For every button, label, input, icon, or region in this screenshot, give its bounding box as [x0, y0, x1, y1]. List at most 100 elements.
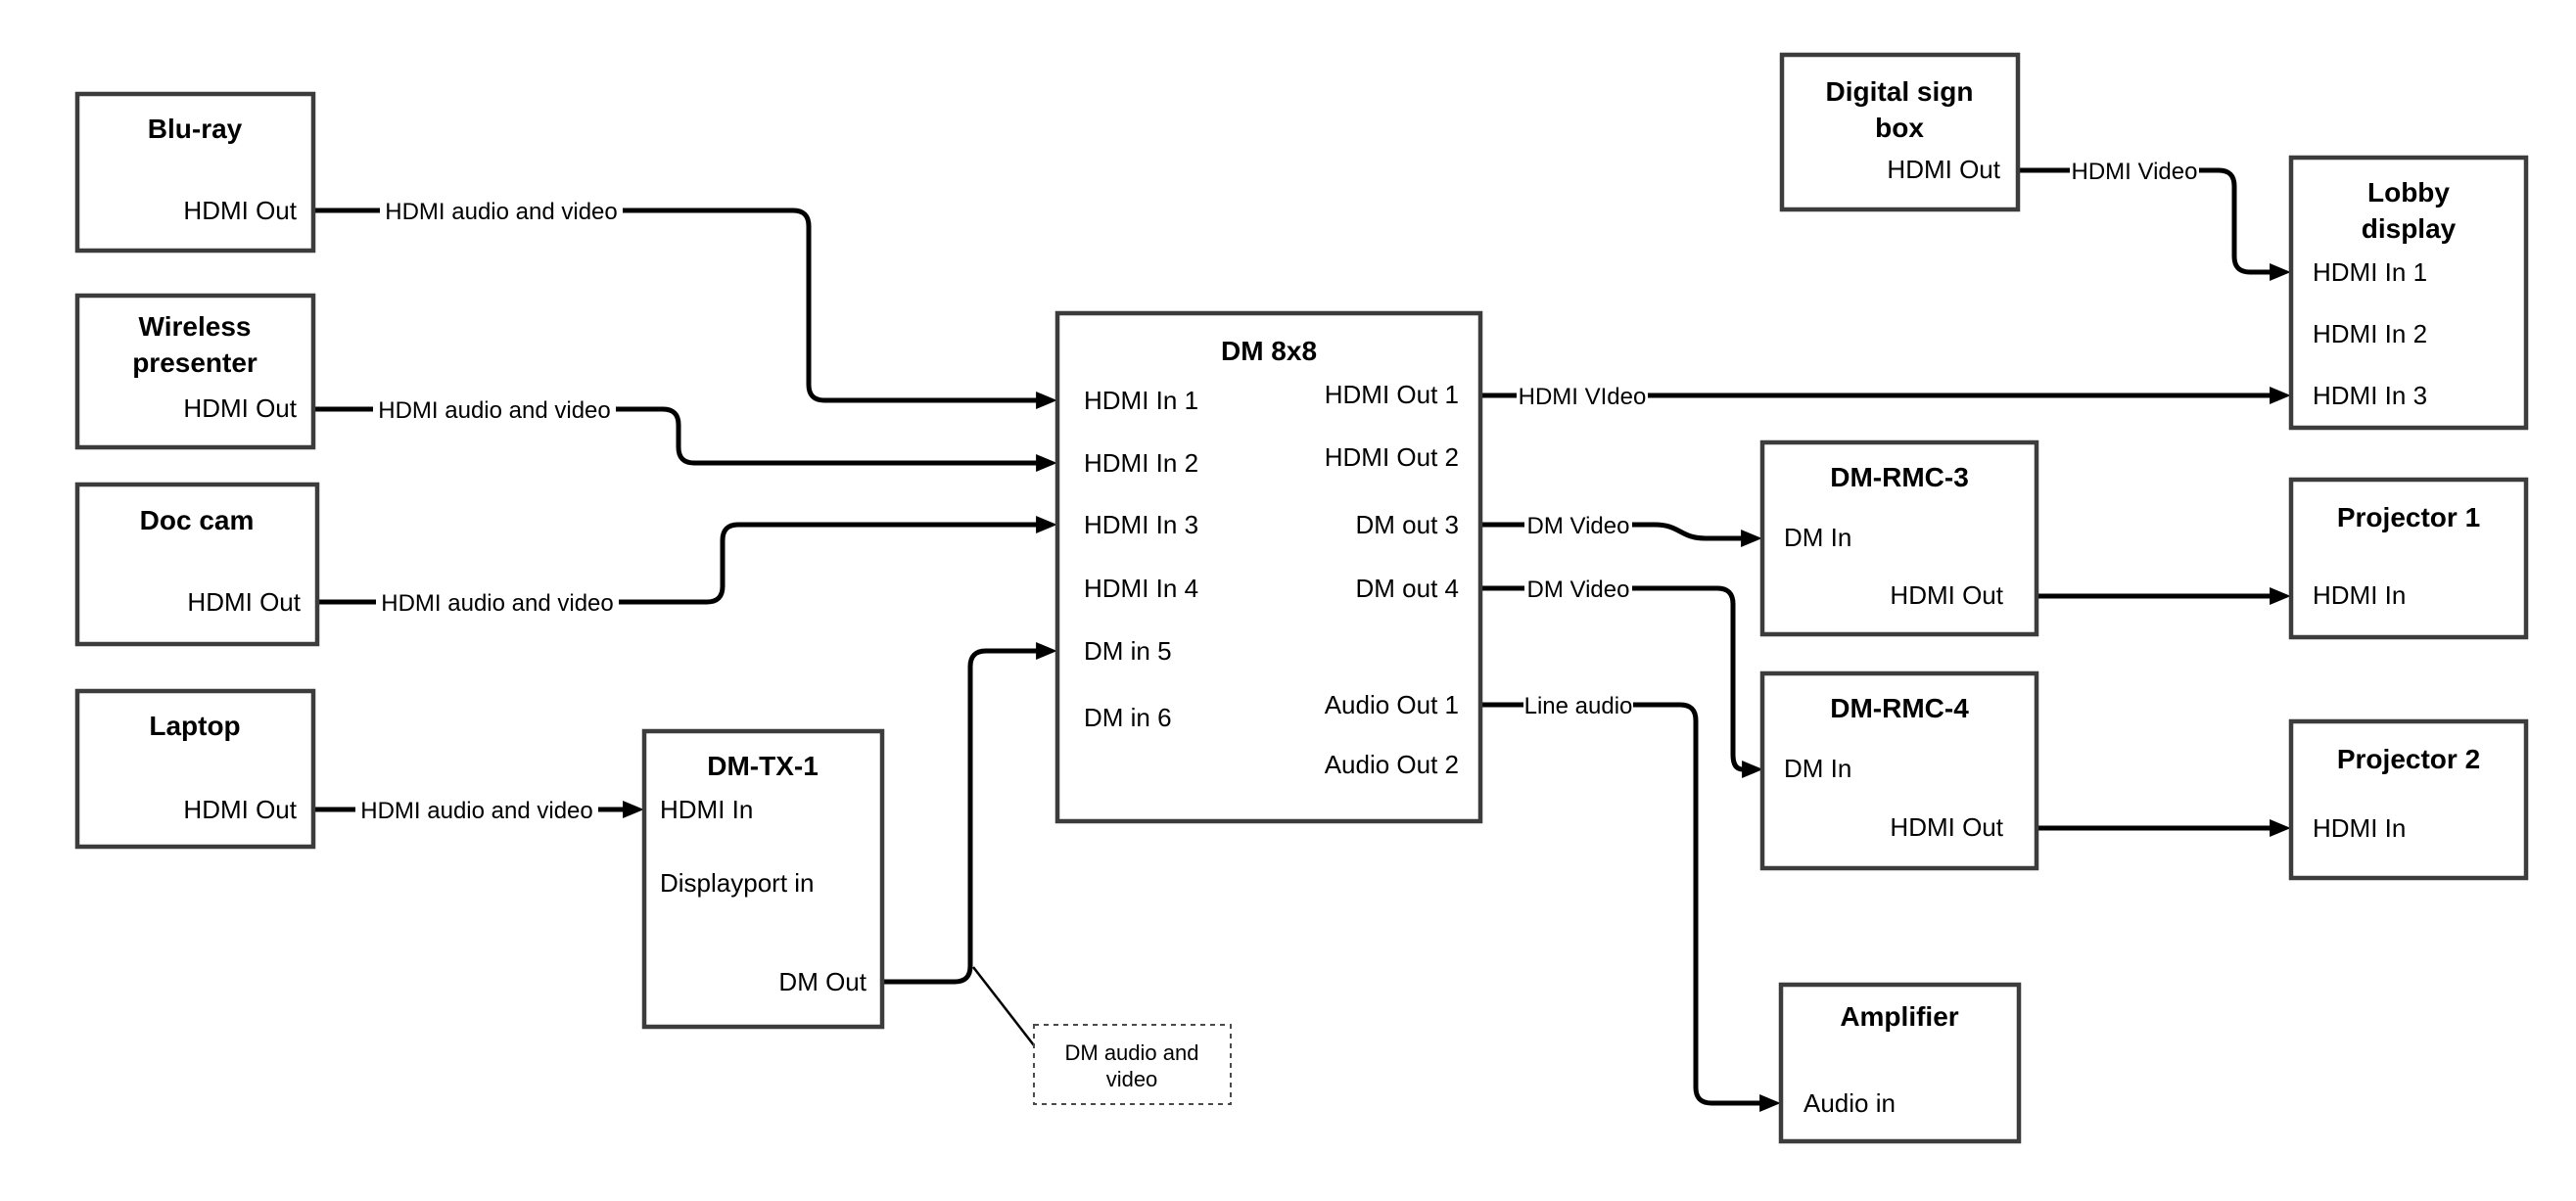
edge-label-bg [355, 793, 598, 826]
node-title-line2: box [1875, 113, 1924, 143]
node-dm-tx-1: DM-TX-1 HDMI In Displayport in DM Out [641, 728, 885, 1030]
edge-label-text: DM Video [1527, 513, 1630, 539]
port-projector2-hdmi-in: HDMI In [2313, 813, 2406, 843]
port-dm8x8-dm-out-3: DM out 3 [1356, 510, 1460, 539]
edge-label-text: HDMI VIdeo [1519, 384, 1647, 410]
edge-label-bg [1523, 688, 1633, 721]
port-rmc3-hdmi-out: HDMI Out [1890, 580, 2003, 610]
node-doc-cam-box[interactable] [74, 482, 320, 647]
node-wireless-presenter-box[interactable] [74, 293, 316, 450]
edge-label-audioout1: Line audio [1523, 688, 1633, 721]
edge-doccam-to-dm8x8[interactable] [317, 516, 1057, 605]
edge-label-dmout4: DM Video [1524, 572, 1632, 605]
port-bluray-hdmi-out: HDMI Out [183, 196, 297, 225]
node-dm-rmc-4-box[interactable] [1759, 670, 2039, 871]
port-dm8x8-hdmi-in-2: HDMI In 2 [1084, 448, 1198, 478]
node-projector-1-box[interactable] [2288, 477, 2529, 640]
node-projector-2-box[interactable] [2288, 718, 2529, 881]
port-rmc4-hdmi-out: HDMI Out [1890, 812, 2003, 842]
node-title: DM-TX-1 [707, 751, 819, 781]
edge-label-bg [1524, 572, 1632, 605]
edge-label-bg [1524, 508, 1632, 541]
edge-digitalsign-to-lobby[interactable] [2018, 167, 2291, 281]
edge-label-text: HDMI audio and video [381, 590, 613, 617]
edge-label-bg [1517, 379, 1648, 412]
port-lobby-hdmi-in-3: HDMI In 3 [2313, 381, 2427, 410]
node-title-line2: display [2362, 213, 2457, 244]
node-bluray-box[interactable] [74, 91, 316, 254]
node-dm-rmc-3-box[interactable] [1759, 439, 2039, 637]
node-title: Doc cam [140, 505, 255, 535]
port-dm8x8-dm-in-6: DM in 6 [1084, 703, 1172, 732]
port-dm8x8-dm-in-5: DM in 5 [1084, 636, 1172, 666]
port-dm8x8-hdmi-in-3: HDMI In 3 [1084, 510, 1198, 539]
edge-label-dmout3: DM Video [1524, 508, 1632, 541]
edge-dmout3-to-rmc3[interactable] [1480, 522, 1762, 547]
node-amplifier-box[interactable] [1778, 982, 2022, 1144]
annotation-text-line2: video [1106, 1067, 1158, 1091]
node-title-line2: presenter [132, 347, 258, 378]
node-dm-8x8: DM 8x8 HDMI In 1 HDMI In 2 HDMI In 3 HDM… [1054, 310, 1483, 824]
node-lobby-display-box[interactable] [2288, 155, 2529, 431]
edge-label-laptop: HDMI audio and video [355, 793, 598, 826]
node-wireless-presenter: Wireless presenter HDMI Out [74, 293, 316, 450]
node-dm-rmc-4: DM-RMC-4 DM In HDMI Out [1759, 670, 2039, 871]
edge-label-text: HDMI Video [2072, 159, 2198, 185]
edge-label-text: HDMI audio and video [378, 397, 610, 424]
node-title: Projector 2 [2337, 744, 2480, 774]
edge-wireless-to-dm8x8[interactable] [313, 406, 1057, 472]
port-dm8x8-hdmi-out-1: HDMI Out 1 [1325, 380, 1459, 409]
node-dm-8x8-box[interactable] [1054, 310, 1483, 824]
port-wireless-hdmi-out: HDMI Out [183, 393, 297, 423]
edge-label-bg [380, 194, 623, 227]
edge-label-bg [373, 393, 616, 426]
port-dm8x8-hdmi-in-4: HDMI In 4 [1084, 574, 1198, 603]
annotation-box[interactable] [1033, 1024, 1232, 1105]
edge-labels: HDMI audio and video HDMI audio and vide… [355, 154, 2199, 826]
node-dm-rmc-3: DM-RMC-3 DM In HDMI Out [1759, 439, 2039, 637]
node-digital-sign-box-box[interactable] [1779, 52, 2021, 212]
edge-label-hdmiout1: HDMI VIdeo [1517, 379, 1648, 412]
note-leader-line [972, 966, 1035, 1046]
port-digitalsign-hdmi-out: HDMI Out [1887, 155, 2000, 184]
port-lobby-hdmi-in-1: HDMI In 1 [2313, 257, 2427, 287]
port-rmc4-dm-in: DM In [1784, 754, 1851, 783]
edge-label-wireless: HDMI audio and video [373, 393, 616, 426]
port-dmtx1-hdmi-in: HDMI In [660, 795, 753, 824]
node-title: DM-RMC-3 [1830, 462, 1969, 492]
port-dm8x8-hdmi-out-2: HDMI Out 2 [1325, 442, 1459, 472]
edge-label-text: DM Video [1527, 577, 1630, 603]
edge-label-bg [2070, 154, 2199, 187]
edge-bluray-to-dm8x8[interactable] [313, 208, 1057, 409]
port-laptop-hdmi-out: HDMI Out [183, 795, 297, 824]
node-title-line1: Lobby [2367, 177, 2450, 208]
node-dm-tx-1-box[interactable] [641, 728, 885, 1030]
edge-dmout4-to-rmc4[interactable] [1480, 585, 1763, 778]
node-bluray: Blu-ray HDMI Out [74, 91, 316, 254]
node-title: Projector 1 [2337, 502, 2480, 532]
edge-label-doccam: HDMI audio and video [376, 585, 619, 619]
port-dmtx1-displayport-in: Displayport in [660, 868, 815, 898]
port-lobby-hdmi-in-2: HDMI In 2 [2313, 319, 2427, 348]
port-dmtx1-dm-out: DM Out [778, 967, 866, 996]
edge-audioout1-to-amplifier[interactable] [1480, 702, 1781, 1112]
node-digital-sign-box: Digital sign box HDMI Out [1779, 52, 2021, 212]
node-title-line1: Digital sign [1826, 76, 1974, 107]
port-dm8x8-dm-out-4: DM out 4 [1356, 574, 1460, 603]
annotation-dm-audio-video: DM audio and video [1033, 1024, 1232, 1105]
nodes: Blu-ray HDMI Out Wireless presenter HDMI… [74, 52, 2529, 1144]
node-title: Amplifier [1840, 1001, 1958, 1032]
port-rmc3-dm-in: DM In [1784, 523, 1851, 552]
port-amplifier-audio-in: Audio in [1803, 1088, 1896, 1118]
node-projector-2: Projector 2 HDMI In [2288, 718, 2529, 881]
node-projector-1: Projector 1 HDMI In [2288, 477, 2529, 640]
port-dm8x8-hdmi-in-1: HDMI In 1 [1084, 386, 1198, 415]
node-laptop-box[interactable] [74, 688, 316, 850]
node-title: DM-RMC-4 [1830, 693, 1969, 723]
edge-dmtx1-to-dm8x8[interactable] [882, 642, 1057, 985]
port-projector1-hdmi-in: HDMI In [2313, 580, 2406, 610]
edge-label-bg [376, 585, 619, 619]
edge-label-bluray: HDMI audio and video [380, 194, 623, 227]
node-amplifier: Amplifier Audio in [1778, 982, 2022, 1144]
